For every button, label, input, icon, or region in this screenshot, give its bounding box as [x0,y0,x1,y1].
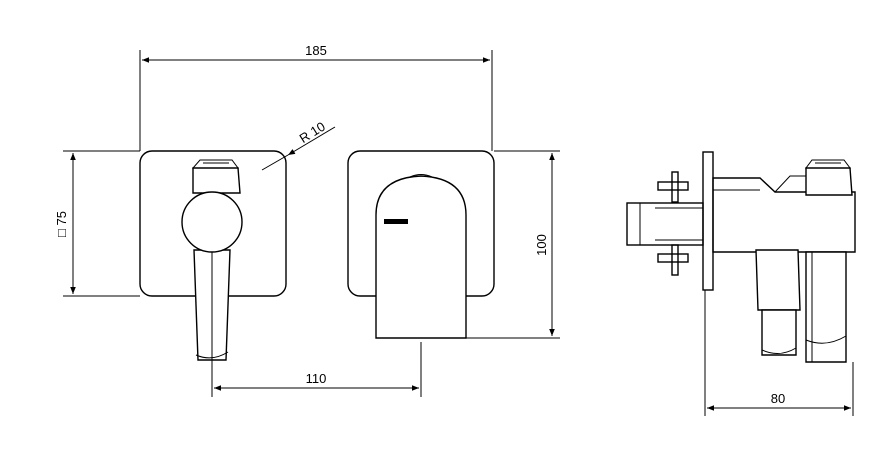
bolt-top [657,181,689,191]
side-knob [805,167,853,196]
dim-80-label: 80 [771,391,785,406]
dim-110-label: 110 [306,371,327,386]
brand-logo [384,219,408,224]
dim-75-label: □ 75 [54,211,69,237]
dim-100-label: 100 [534,234,549,256]
front-view-handle: R 10 [139,119,336,361]
handle-cap [192,167,241,194]
side-lever [755,249,801,311]
radius-leader [287,126,336,156]
cover-body [375,175,467,339]
radius-label: R 10 [297,119,328,146]
handle-knob [181,191,243,253]
front-view-cover [347,150,495,339]
bolt-bottom [657,253,689,263]
rear-cartridge [626,202,704,246]
side-body [712,177,856,253]
side-view [626,151,856,363]
handle-cap-knurl [191,159,239,169]
dim-185-label: 185 [305,43,327,58]
side-cover [805,251,847,363]
dimension-lines: 185 □ 75 100 110 80 [54,43,854,416]
side-flange [702,151,714,291]
